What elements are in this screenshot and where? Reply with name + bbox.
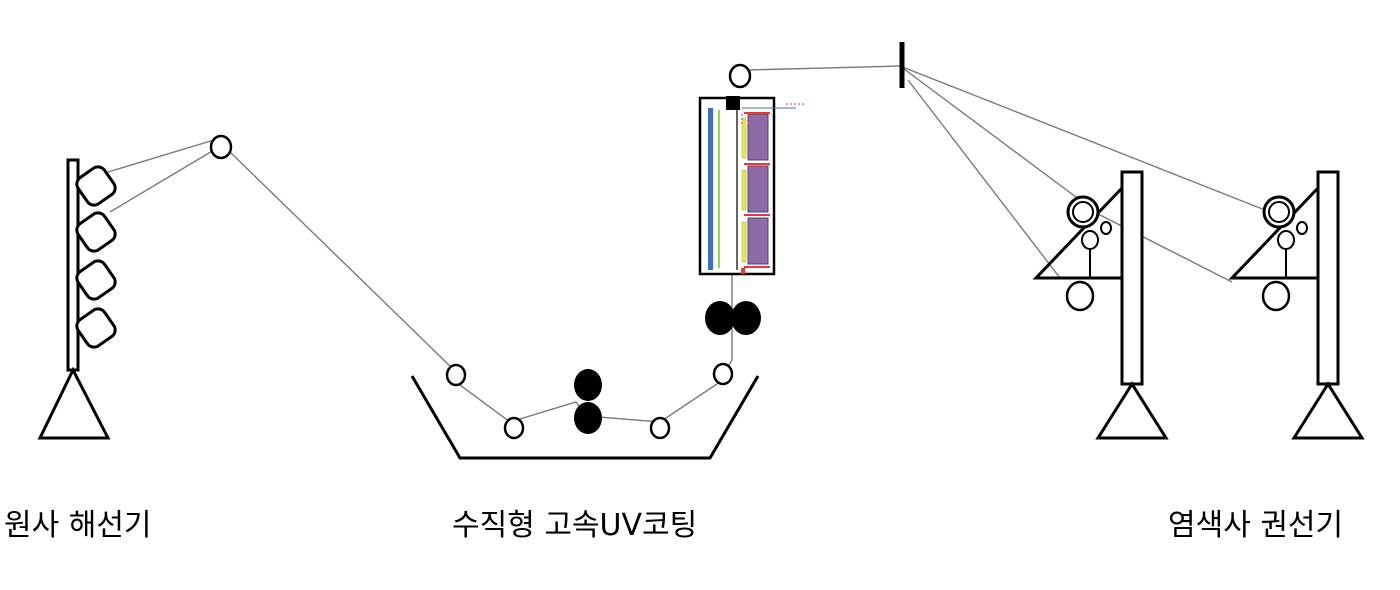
winder-post bbox=[1120, 170, 1144, 386]
thread bbox=[899, 65, 1271, 213]
unwinder-bobbin bbox=[75, 307, 117, 349]
winder-small-roller bbox=[1296, 221, 1308, 235]
uv-lamp bbox=[747, 217, 769, 265]
top-guide-roller bbox=[728, 63, 752, 89]
uv-lamp bbox=[747, 113, 769, 161]
winder-package bbox=[1261, 280, 1291, 312]
bath-roller bbox=[649, 416, 671, 440]
uv-chamber bbox=[698, 96, 804, 276]
uv-separator bbox=[744, 163, 770, 165]
unwinder-base bbox=[37, 366, 111, 440]
uv-separator bbox=[744, 214, 770, 216]
uv-lamp bbox=[747, 165, 769, 213]
winder-machine bbox=[1228, 170, 1365, 440]
winder-machine bbox=[1032, 170, 1169, 440]
thread bbox=[107, 139, 215, 173]
winder-traverse-roller-inner bbox=[1268, 201, 1290, 223]
squeeze-roller bbox=[574, 369, 602, 401]
winder-base bbox=[1095, 381, 1169, 440]
squeeze-roller bbox=[574, 402, 602, 434]
thread bbox=[747, 65, 901, 71]
thread bbox=[229, 151, 453, 369]
label-coating: 수직형 고속UV코팅 bbox=[452, 508, 698, 543]
winder-small-roller bbox=[1081, 230, 1099, 250]
uv-reflector-blue bbox=[708, 108, 713, 270]
bath-roller bbox=[445, 363, 467, 387]
uv-chamber-inlet bbox=[726, 96, 740, 110]
uv-separator bbox=[744, 112, 770, 114]
uv-electrode bbox=[741, 169, 747, 211]
thread bbox=[109, 149, 215, 213]
bath-tank bbox=[410, 375, 760, 460]
uv-separator bbox=[744, 266, 770, 268]
uv-electrode bbox=[741, 117, 747, 159]
label-winder: 염색사 권선기 bbox=[1168, 508, 1344, 543]
coating-bath bbox=[410, 362, 760, 460]
winder-base bbox=[1291, 381, 1365, 440]
unwinder-bobbin bbox=[75, 259, 117, 301]
unwinder-bobbin bbox=[75, 165, 117, 207]
uv-reflector-green bbox=[718, 110, 720, 268]
winder-traverse-roller-inner bbox=[1072, 201, 1094, 223]
unwinder-machine bbox=[37, 158, 117, 440]
thread bbox=[455, 100, 733, 423]
nip-roller bbox=[705, 301, 735, 335]
thread bbox=[1097, 213, 1233, 283]
thread bbox=[899, 65, 1081, 201]
unwinder-post bbox=[66, 158, 80, 372]
guide-roller bbox=[209, 134, 233, 160]
uv-separator bbox=[741, 268, 745, 274]
thread bbox=[907, 79, 1061, 279]
bath-roller bbox=[712, 362, 734, 386]
nip-roller bbox=[731, 301, 761, 335]
winder-post bbox=[1316, 170, 1340, 386]
thread-paths bbox=[107, 65, 1271, 423]
label-unwinder: 원사 해선기 bbox=[4, 508, 152, 543]
bath-roller bbox=[503, 416, 525, 440]
uv-electrode bbox=[741, 221, 747, 263]
winder-small-roller bbox=[1100, 221, 1112, 235]
winder-small-roller bbox=[1277, 230, 1295, 250]
unwinder-bobbin bbox=[75, 211, 117, 253]
winder-package bbox=[1065, 280, 1095, 312]
